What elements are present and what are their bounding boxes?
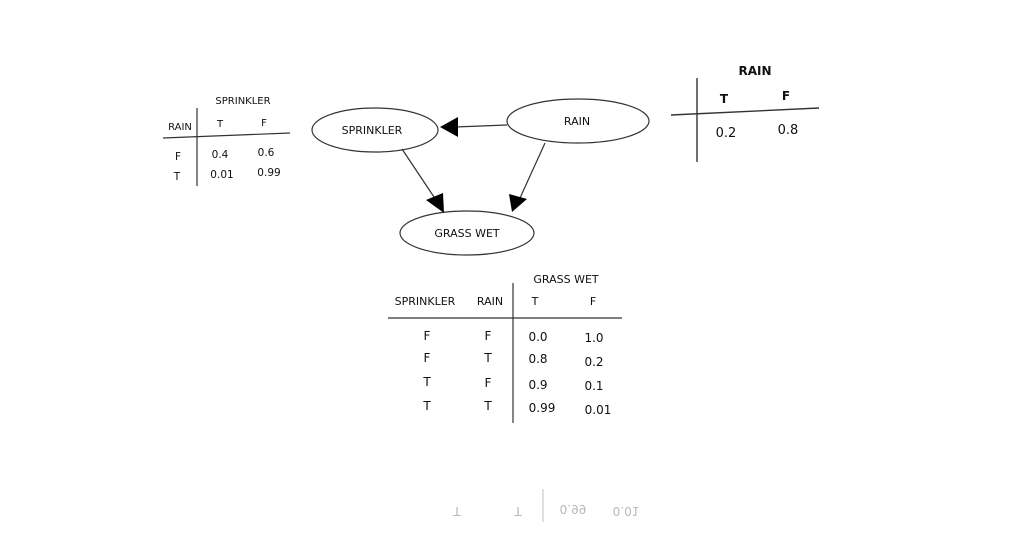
grass-row3-rain: F xyxy=(485,376,492,390)
reflection-rain: T xyxy=(513,504,522,518)
grass-row2-t: 0.8 xyxy=(528,352,547,366)
grass-row3-f: 0.1 xyxy=(584,379,603,393)
table-row: T 0.01 0.99 xyxy=(173,167,281,183)
reflection-f: 0.01 xyxy=(613,504,640,518)
table-row: T F 0.9 0.1 xyxy=(422,375,603,393)
grass-wet-table-title: GRASS WET xyxy=(533,273,599,286)
rain-table-header-t: T xyxy=(720,92,729,106)
grass-row4-t: 0.99 xyxy=(529,401,556,415)
grass-wet-table-col-rain: RAIN xyxy=(477,295,503,308)
reflection-t: 0.99 xyxy=(560,502,587,516)
sprinkler-table-header-t: T xyxy=(216,119,224,130)
sprinkler-row2-rain: T xyxy=(173,171,181,183)
grass-row3-t: 0.9 xyxy=(528,378,547,392)
reflection-sprinkler: T xyxy=(452,504,461,518)
grass-row1-sprinkler: F xyxy=(424,329,431,343)
node-rain-label: RAIN xyxy=(564,115,590,128)
table-row: F T 0.8 0.2 xyxy=(424,351,604,369)
edge-rain-to-grass-wet xyxy=(509,142,546,212)
rain-table-hline xyxy=(670,107,820,116)
sprinkler-table: SPRINKLER RAIN T F F 0.4 0.6 T 0.01 0.99 xyxy=(162,96,291,186)
sprinkler-row2-f: 0.99 xyxy=(257,167,280,179)
rain-table-value-t: 0.2 xyxy=(716,126,737,141)
rain-table: RAIN T F 0.2 0.8 xyxy=(670,64,820,162)
node-grass-wet: GRASS WET xyxy=(399,210,535,256)
grass-wet-table-header-t: T xyxy=(531,295,539,308)
edge-sprinkler-to-grass-wet xyxy=(401,148,444,213)
grass-row2-sprinkler: F xyxy=(424,351,431,365)
grass-row2-f: 0.2 xyxy=(584,355,603,369)
grass-row1-rain: F xyxy=(485,329,492,343)
edge-rain-to-sprinkler xyxy=(440,117,508,137)
sprinkler-row2-t: 0.01 xyxy=(210,169,233,181)
table-row: F F 0.0 1.0 xyxy=(424,329,604,345)
rain-table-header-f: F xyxy=(782,89,790,103)
table-row: F 0.4 0.6 xyxy=(175,147,275,163)
node-rain: RAIN xyxy=(506,98,650,144)
grass-row2-rain: T xyxy=(483,351,492,365)
grass-row4-f: 0.01 xyxy=(585,403,612,417)
sprinkler-table-title: SPRINKLER xyxy=(215,96,270,107)
sprinkler-table-header-f: F xyxy=(261,118,267,129)
sprinkler-row1-rain: F xyxy=(175,151,181,163)
node-sprinkler-label: SPRINKLER xyxy=(342,124,403,137)
grass-row1-t: 0.0 xyxy=(528,330,547,344)
grass-row4-rain: T xyxy=(483,399,492,413)
grass-row3-sprinkler: T xyxy=(422,375,431,389)
grass-wet-table-header-f: F xyxy=(590,295,596,308)
sprinkler-row1-f: 0.6 xyxy=(258,147,275,159)
rain-table-title: RAIN xyxy=(738,64,771,78)
node-grass-wet-label: GRASS WET xyxy=(434,227,500,240)
mirrored-row-reflection: T T 0.99 0.01 xyxy=(452,489,639,522)
table-row: T T 0.99 0.01 xyxy=(422,399,611,417)
rain-table-value-f: 0.8 xyxy=(778,123,799,138)
grass-wet-table-col-sprinkler: SPRINKLER xyxy=(395,295,456,308)
grass-wet-table: GRASS WET SPRINKLER RAIN T F F F 0.0 1.0… xyxy=(388,273,622,423)
sprinkler-table-hline xyxy=(162,132,291,139)
sprinkler-table-row-header: RAIN xyxy=(168,122,192,133)
grass-row1-f: 1.0 xyxy=(584,331,603,345)
sprinkler-row1-t: 0.4 xyxy=(212,149,229,161)
grass-row4-sprinkler: T xyxy=(422,399,431,413)
node-sprinkler: SPRINKLER xyxy=(311,107,439,153)
